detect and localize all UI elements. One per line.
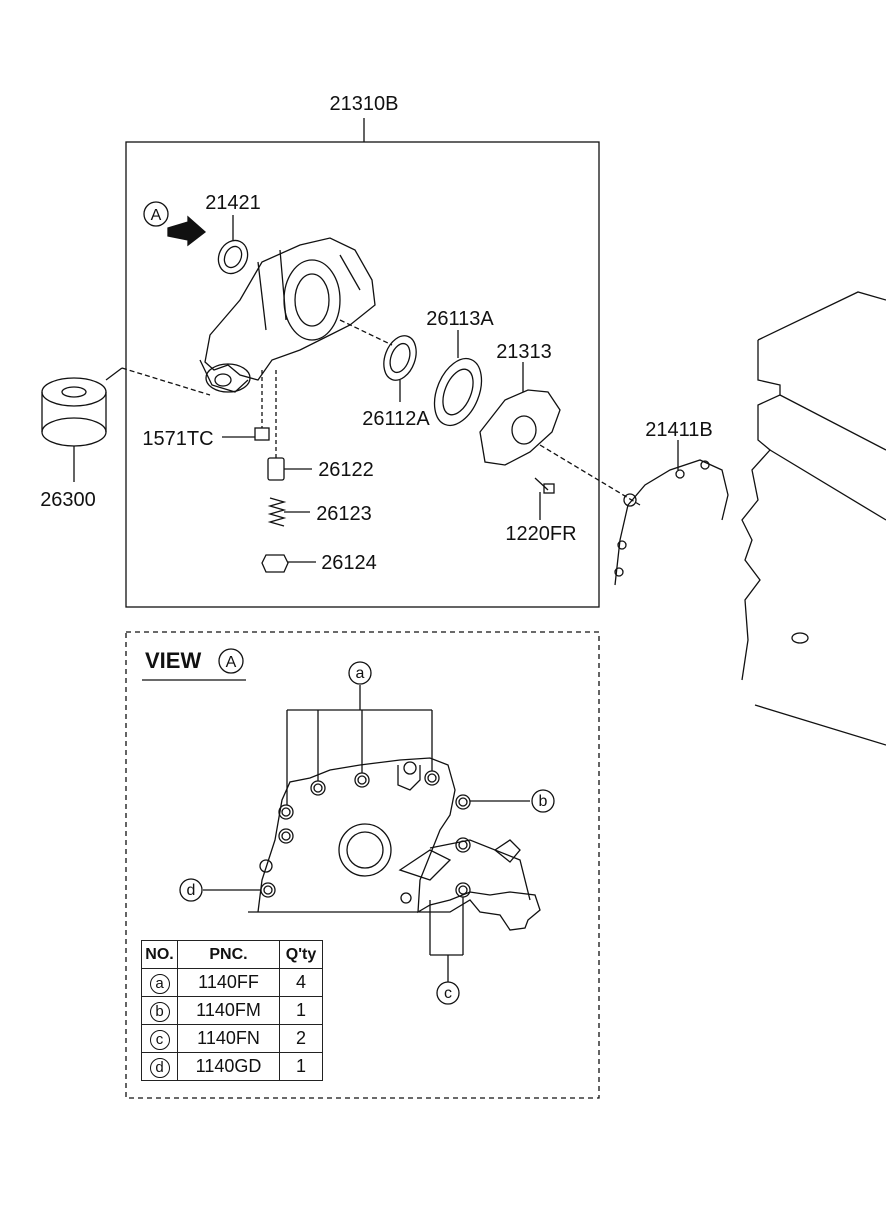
label-outer-rotor: 26113A <box>426 308 494 330</box>
row-qty: 1 <box>279 1052 323 1081</box>
pump-cover <box>479 389 561 466</box>
row-pnc: 1140FM <box>177 996 280 1025</box>
assembly-frame <box>125 141 600 608</box>
spring <box>267 497 287 527</box>
view-a-drawing <box>248 757 541 931</box>
label-gasket: 21411B <box>645 419 712 441</box>
row-qty: 4 <box>279 968 323 997</box>
callout-c-leaders <box>429 897 464 982</box>
view-title-marker-circle <box>218 648 244 674</box>
callout-a-letter: a <box>356 665 365 682</box>
header-qty: Q'ty <box>279 940 323 969</box>
row-pnc: 1140FN <box>177 1024 280 1053</box>
callout-d-circle <box>179 878 203 902</box>
row-qty: 2 <box>279 1024 323 1053</box>
label-cover: 21313 <box>496 341 552 363</box>
filter-dash-a <box>105 367 123 381</box>
view-marker-circle <box>143 201 169 227</box>
engine-block <box>741 291 886 746</box>
row-no-badge: c <box>149 1029 170 1050</box>
plunger <box>267 457 285 481</box>
row-no-badge: a <box>149 973 170 994</box>
label-screw: 1220FR <box>505 523 576 545</box>
row-qty: 1 <box>279 996 323 1025</box>
label-assembly: 21310B <box>330 93 399 115</box>
inner-rotor <box>383 335 417 381</box>
row-no-badge: b <box>149 1001 170 1022</box>
plug <box>254 427 270 441</box>
table-row: d 1140GD 1 <box>141 1052 323 1081</box>
table-row: c 1140FN 2 <box>141 1024 323 1053</box>
label-spring: 26123 <box>316 503 372 525</box>
row-pnc: 1140GD <box>177 1052 280 1081</box>
view-title-marker-letter: A <box>226 654 237 671</box>
callout-a-leaders <box>286 685 433 805</box>
label-cap: 26124 <box>321 552 377 574</box>
label-seal: 21421 <box>205 192 261 214</box>
row-pnc: 1140FF <box>177 968 280 997</box>
table-row: b 1140FM 1 <box>141 996 323 1025</box>
callout-b-circle <box>531 789 555 813</box>
outer-rotor <box>433 357 483 427</box>
rotor-axis-dash <box>339 319 393 346</box>
gasket <box>614 459 729 586</box>
view-arrow-icon <box>167 215 207 247</box>
header-no: NO. <box>141 940 178 969</box>
callout-a-circle <box>348 661 372 685</box>
oil-pump-body <box>199 237 376 393</box>
callout-d-letter: d <box>187 882 196 899</box>
view-marker-letter: A <box>151 207 162 224</box>
label-plunger: 26122 <box>318 459 374 481</box>
cap <box>261 554 289 573</box>
row-no-badge: d <box>149 1057 170 1078</box>
label-plug: 1571TC <box>142 428 213 450</box>
callout-c-circle <box>436 981 460 1005</box>
callout-c-letter: c <box>444 985 452 1002</box>
oil-seal <box>217 239 249 275</box>
fastener-table: NO. PNC. Q'ty a 1140FF 4 b 1140FM 1 c 11… <box>141 940 323 1081</box>
screw-axis-dash <box>539 444 641 506</box>
callout-b-letter: b <box>539 793 548 810</box>
header-pnc: PNC. <box>177 940 280 969</box>
table-header-row: NO. PNC. Q'ty <box>141 940 323 969</box>
filter-axis-dash <box>121 367 211 396</box>
label-filter: 26300 <box>40 489 96 511</box>
oil-filter <box>41 377 107 447</box>
view-title: VIEW <box>145 648 201 673</box>
label-inner-rotor: 26112A <box>362 408 430 430</box>
screw <box>534 477 555 494</box>
view-frame <box>125 631 600 1099</box>
table-row: a 1140FF 4 <box>141 968 323 997</box>
